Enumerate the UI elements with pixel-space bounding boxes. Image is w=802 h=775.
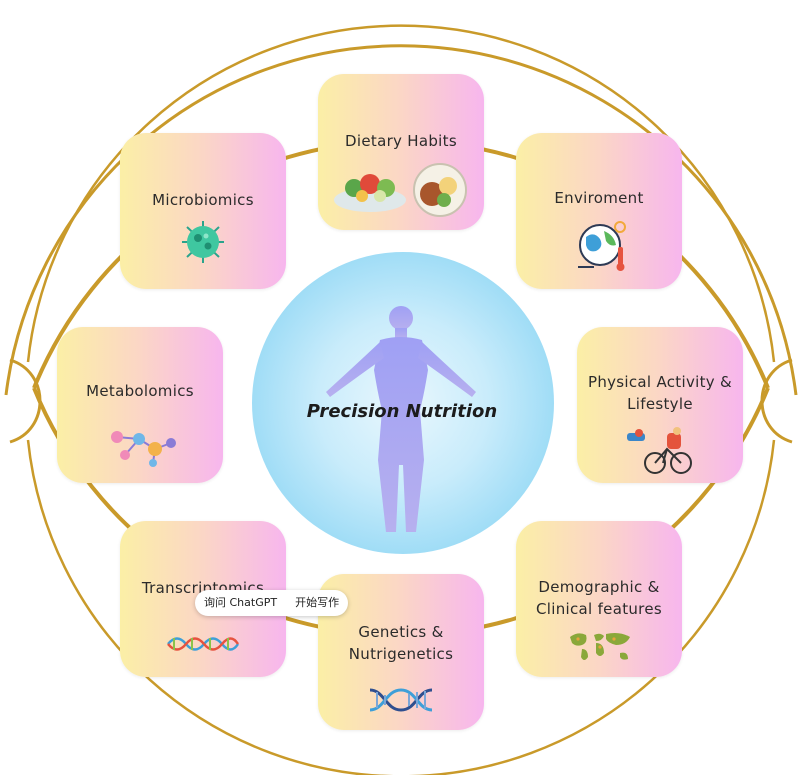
center-title: Precision Nutrition	[306, 401, 498, 422]
tile-enviroment: Enviroment	[516, 133, 682, 289]
tile-dietary-habits: Dietary Habits	[318, 74, 484, 230]
food-plates-icon	[334, 163, 467, 217]
tile-demographic: Demographic & Clinical features	[516, 521, 682, 677]
tile-label: Genetics & Nutrigenetics	[348, 623, 454, 663]
molecule-icon	[111, 431, 176, 467]
ask-chatgpt-button[interactable]: 询问 ChatGPT	[204, 596, 278, 609]
tile-label: Metabolomics	[86, 382, 194, 400]
tile-microbiomics: Microbiomics	[120, 133, 286, 289]
microbe-icon	[182, 221, 224, 263]
selection-popup: 询问 ChatGPT 开始写作	[195, 590, 348, 616]
tile-label: Enviroment	[554, 189, 644, 207]
rna-strand-icon	[167, 637, 240, 651]
start-writing-button[interactable]: 开始写作	[295, 596, 340, 609]
tile-label: Dietary Habits	[345, 132, 457, 150]
tile-label: Microbiomics	[152, 191, 254, 209]
globe-thermometer-icon	[578, 221, 626, 271]
dna-helix-icon	[369, 688, 433, 712]
tile-label: Demographic & Clinical features	[536, 578, 662, 618]
world-map-icon	[570, 633, 630, 660]
tile-metabolomics: Metabolomics	[57, 327, 223, 483]
human-figure-icon	[326, 306, 476, 532]
tile-label: Physical Activity & Lifestyle	[587, 373, 733, 413]
tile-physical-activity: Physical Activity & Lifestyle	[577, 327, 743, 483]
cyclist-icon	[627, 427, 692, 474]
